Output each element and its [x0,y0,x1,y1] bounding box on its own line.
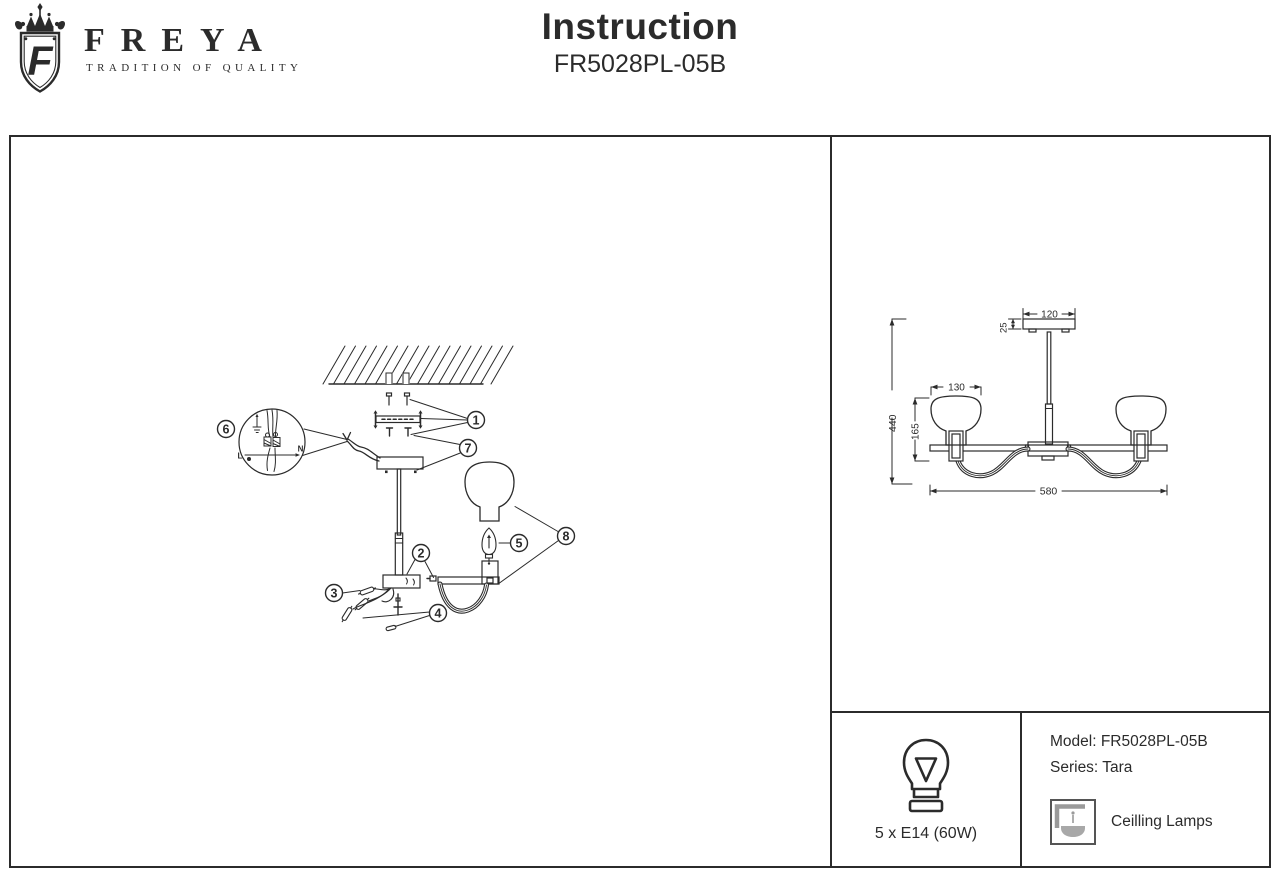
assembly-diagram: L N 1 7 [216,345,576,632]
callout-2-badge: 2 [411,543,431,563]
freya-crest-logo: F [14,3,66,93]
dimension-diagram: 120 25 440 [887,308,1168,498]
dim-fixture-height: 440 [887,318,913,485]
category-label: Ceilling Lamps [1111,813,1213,830]
svg-text:165: 165 [911,423,922,440]
callout-6-badge: 6 [216,419,236,439]
center-hub [382,574,421,589]
svg-text:120: 120 [1041,310,1058,321]
svg-text:6: 6 [223,422,230,436]
brand-tagline: TRADITION OF QUALITY [86,62,303,74]
shield-icon [19,31,61,93]
model-label: Model: FR5028PL-05B [1050,733,1208,750]
dim-shade-width: 130 [930,383,982,396]
svg-text:4: 4 [435,606,442,620]
wire-label-neutral: N [298,445,304,454]
callout-5-badge: 5 [509,533,529,553]
candle-bulb [481,527,497,565]
product-spec-cell: Model: FR5028PL-05B Series: Tara Ceillin… [1022,713,1269,866]
svg-text:25: 25 [999,322,1010,333]
dim-canopy-height: 25 [999,318,1022,333]
svg-text:5: 5 [516,536,523,550]
info-cell-divider [1020,713,1022,866]
fixture-outline [929,318,1168,479]
dim-shade-height: 165 [911,397,930,462]
monogram-letter: F [27,38,53,84]
ceiling-hatch [322,345,514,385]
page-title: Instruction [541,6,739,47]
svg-text:8: 8 [563,529,570,543]
wall-anchors [385,392,411,406]
mounting-bar [373,410,423,429]
lamp-arm [426,560,500,614]
glass-shade [464,461,515,522]
bulb-spec-cell: 5 x E14 (60W) [832,713,1020,866]
mounting-screws [385,427,412,437]
svg-text:2: 2 [418,546,425,560]
vertical-divider [830,137,832,866]
svg-text:440: 440 [887,414,899,432]
ceiling-lamp-icon [1050,799,1096,845]
page-model-code: FR5028PL-05B [553,50,727,78]
hub-wires-and-connectors [341,586,403,632]
callout-3-badge: 3 [324,583,344,603]
crown-icon [14,3,66,32]
callout-8-badge: 8 [556,526,576,546]
bulb-icon [902,738,950,812]
horizontal-divider [830,711,1269,713]
main-frame: L N 1 7 [9,135,1271,868]
dim-canopy-width: 120 [1022,308,1076,321]
brand-name: FREYA [84,22,278,59]
callout-1-badge: 1 [466,410,486,430]
svg-text:7: 7 [465,441,472,455]
bulb-spec-label: 5 x E14 (60W) [874,824,978,842]
svg-text:130: 130 [948,383,965,394]
svg-text:1: 1 [473,413,480,427]
svg-text:580: 580 [1040,486,1058,498]
series-label: Series: Tara [1050,759,1133,776]
callout-4-badge: 4 [428,603,448,623]
callout-leaders [342,399,559,627]
dim-fixture-width: 580 [929,484,1168,498]
svg-text:3: 3 [331,586,338,600]
title-block: Instruction FR5028PL-05B [0,6,1280,79]
callout-7-badge: 7 [458,438,478,458]
wiring-detail-inset: L N [238,408,348,476]
category-row: Ceilling Lamps [1050,799,1269,845]
supply-wires [342,431,381,462]
wire-label-live: L [238,452,243,461]
